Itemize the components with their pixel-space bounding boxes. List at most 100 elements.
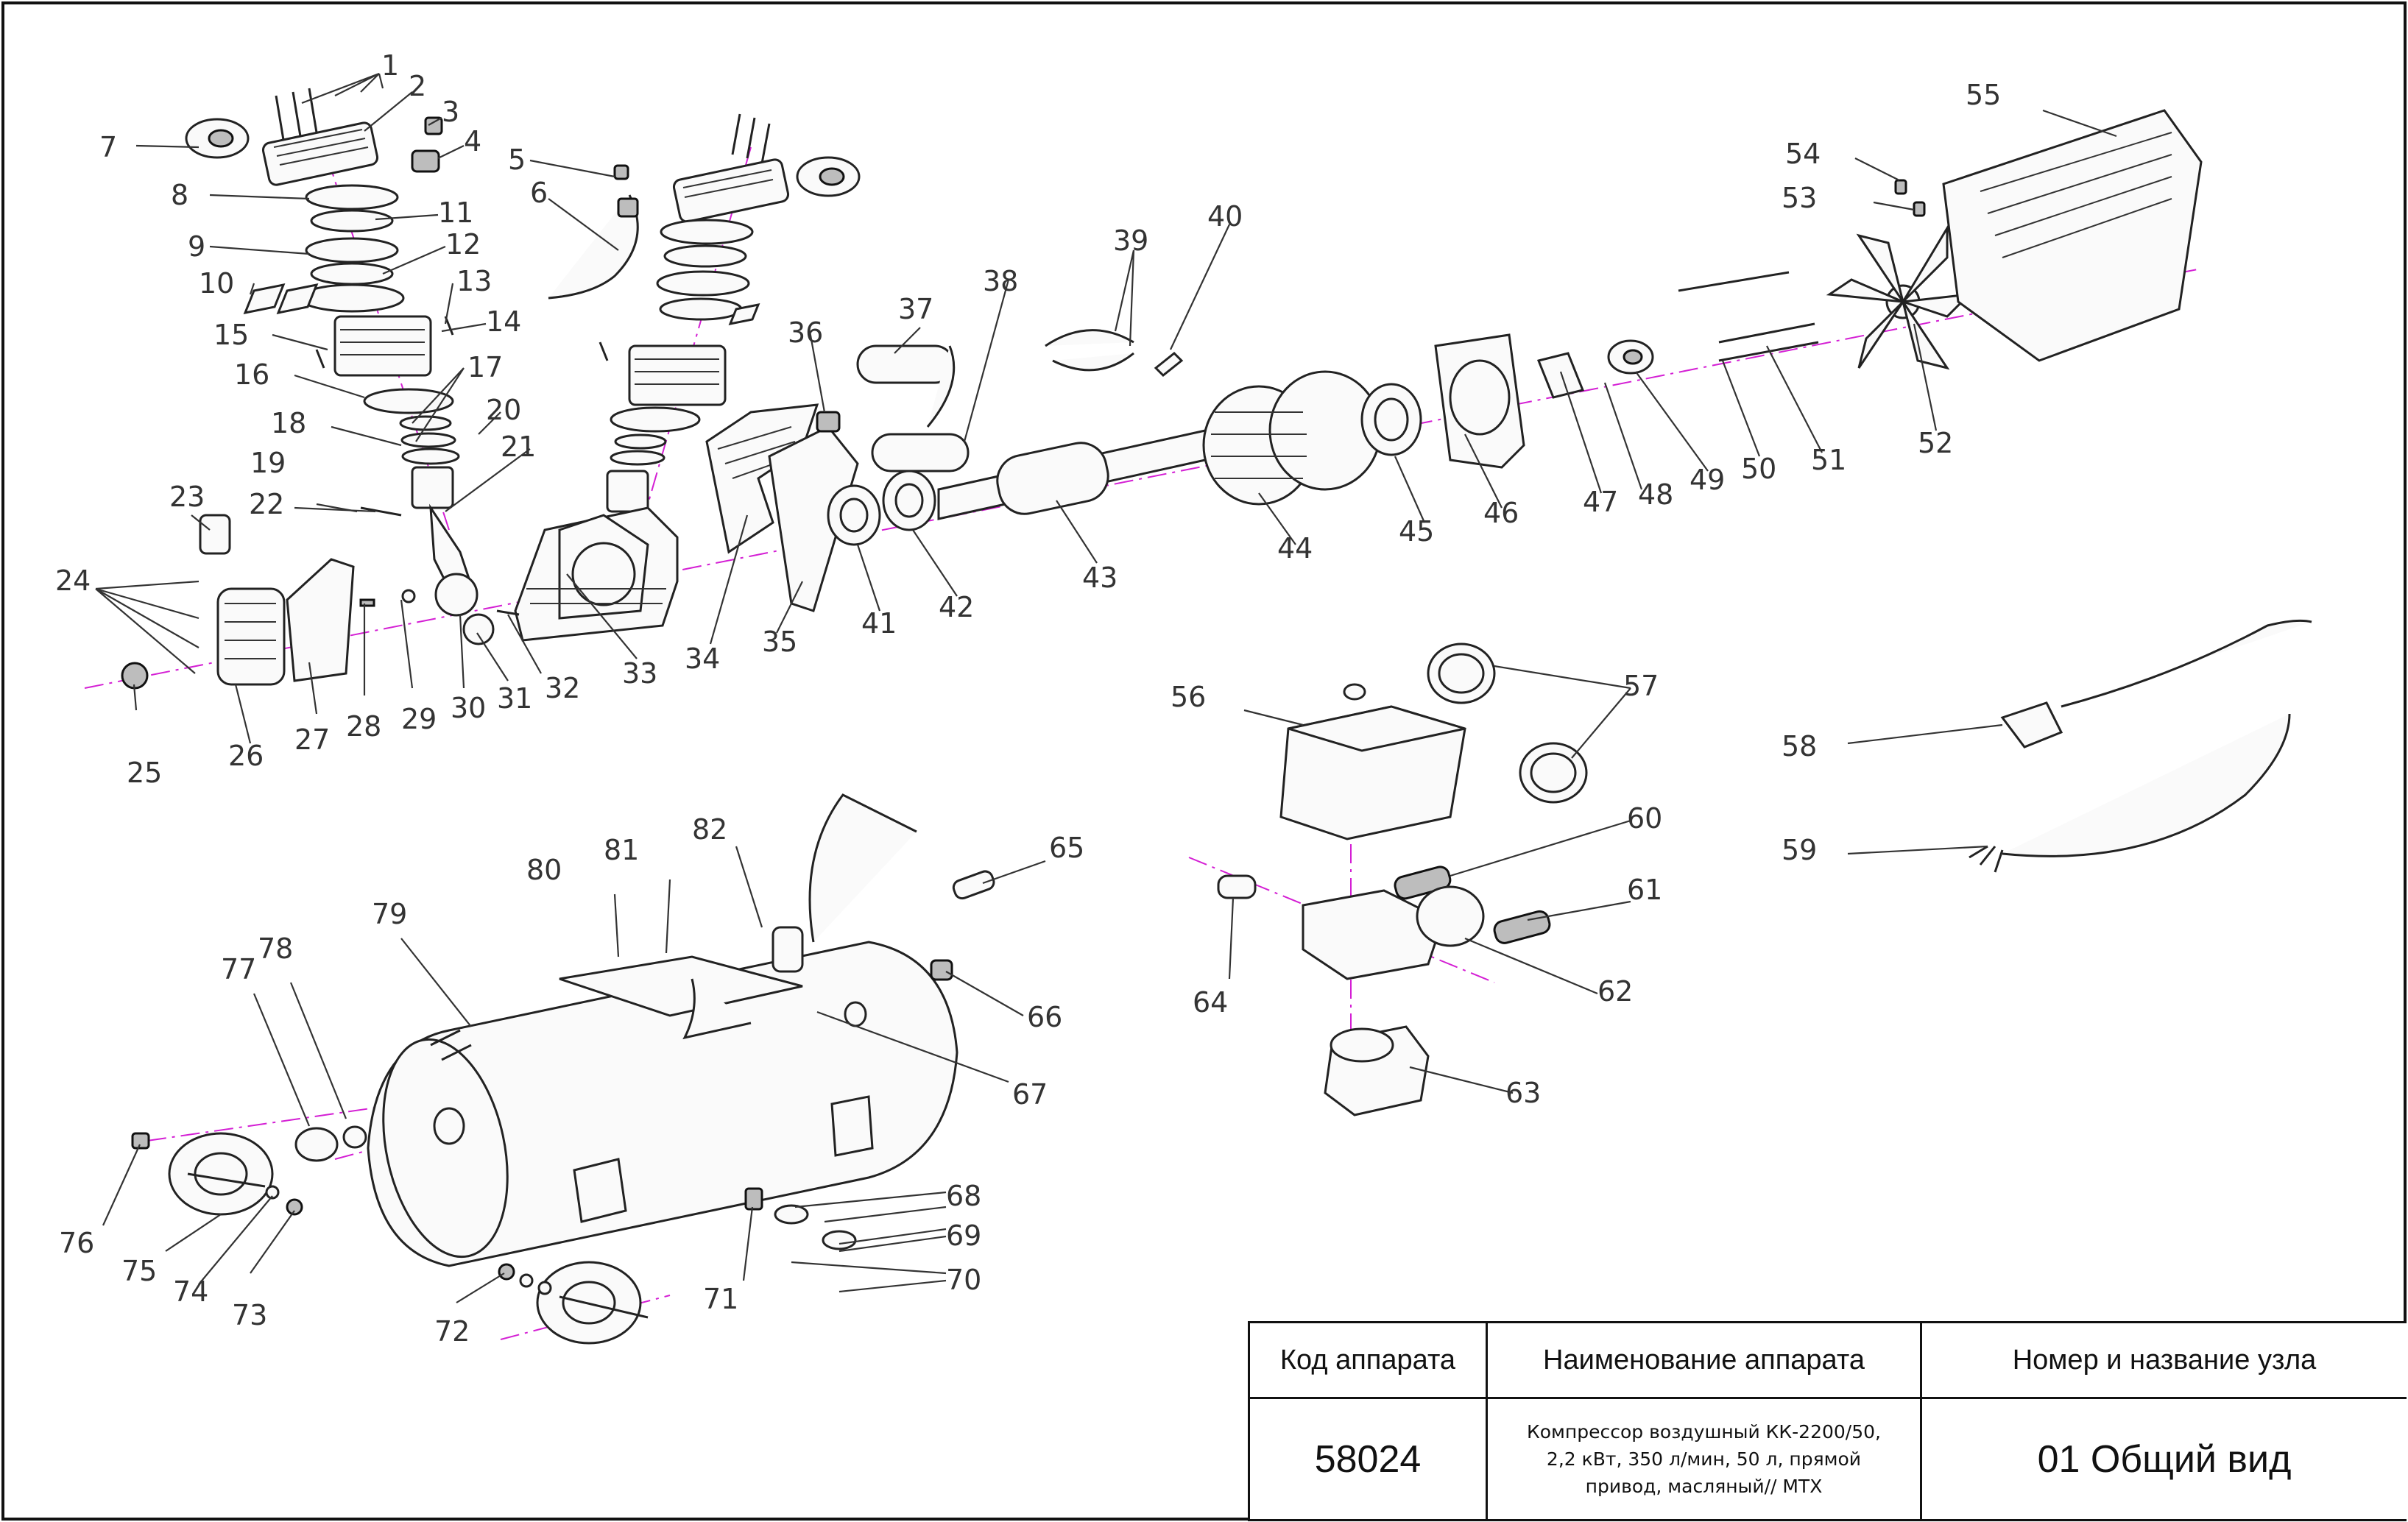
- device-name-line-2: 2,2 кВт, 350 л/мин, 50 л, прямой: [1546, 1448, 1862, 1470]
- callout-20: 20: [486, 394, 521, 426]
- callout-48: 48: [1638, 478, 1673, 511]
- callout-74: 74: [173, 1275, 208, 1308]
- callout-66: 66: [1027, 1001, 1062, 1033]
- callout-61: 61: [1627, 874, 1662, 906]
- callout-38: 38: [983, 265, 1018, 297]
- callout-46: 46: [1483, 497, 1519, 529]
- callout-57: 57: [1623, 670, 1659, 702]
- callout-11: 11: [438, 197, 473, 229]
- callout-27: 27: [294, 723, 330, 756]
- callout-65: 65: [1049, 832, 1084, 864]
- callout-31: 31: [497, 682, 532, 715]
- callout-49: 49: [1690, 464, 1725, 496]
- callout-53: 53: [1782, 182, 1817, 214]
- callout-16: 16: [234, 358, 269, 391]
- callout-37: 37: [898, 293, 933, 325]
- belt-guard-parts: [705, 403, 859, 612]
- callout-28: 28: [346, 710, 381, 743]
- callout-71: 71: [703, 1283, 738, 1315]
- wiring: [1045, 329, 1184, 378]
- callout-59: 59: [1782, 834, 1817, 866]
- callout-54: 54: [1785, 138, 1821, 170]
- callout-29: 29: [401, 703, 437, 735]
- callout-41: 41: [861, 607, 897, 640]
- callout-19: 19: [250, 447, 286, 479]
- callout-4: 4: [464, 125, 481, 157]
- motor-end-and-fan: [1434, 109, 2203, 469]
- callout-7: 7: [99, 131, 117, 163]
- callout-2: 2: [409, 70, 426, 102]
- device-code: 58024: [1250, 1399, 1488, 1521]
- name-header: Наименование аппарата: [1488, 1323, 1922, 1399]
- head-assembly-left: [185, 88, 479, 617]
- callout-73: 73: [232, 1299, 267, 1331]
- callout-35: 35: [762, 626, 797, 658]
- callout-64: 64: [1193, 986, 1228, 1019]
- callout-14: 14: [486, 305, 521, 338]
- callout-12: 12: [445, 228, 481, 261]
- callout-39: 39: [1113, 224, 1148, 257]
- power-cords: [1969, 619, 2312, 873]
- capacitors: [856, 344, 970, 472]
- callout-45: 45: [1399, 515, 1434, 548]
- callout-9: 9: [188, 230, 205, 263]
- callout-40: 40: [1207, 200, 1243, 233]
- callout-80: 80: [526, 854, 562, 886]
- callout-77: 77: [221, 953, 256, 985]
- callout-68: 68: [946, 1180, 981, 1212]
- cooling-fan: [1826, 224, 1973, 370]
- callout-21: 21: [501, 431, 536, 463]
- node-title: 01 Общий вид: [1922, 1399, 2407, 1521]
- callout-60: 60: [1627, 802, 1662, 835]
- callout-25: 25: [127, 757, 162, 789]
- callout-layer: 1 2 3 4 5 6 7 8 9 10 11 12 13 14 15 16 1…: [55, 49, 2117, 1348]
- device-name-line-3: привод, масляный// MTX: [1585, 1476, 1823, 1497]
- callout-63: 63: [1505, 1077, 1541, 1109]
- motor: [827, 370, 1422, 546]
- callout-62: 62: [1597, 975, 1633, 1008]
- device-name-line-1: Компрессор воздушный КК-2200/50,: [1527, 1421, 1881, 1443]
- callout-69: 69: [946, 1220, 981, 1252]
- callout-36: 36: [788, 316, 823, 349]
- node-header: Номер и название узла: [1922, 1323, 2407, 1399]
- callout-1: 1: [381, 49, 399, 82]
- callout-75: 75: [121, 1255, 157, 1287]
- tank-assembly: [367, 793, 995, 1267]
- callout-18: 18: [271, 407, 306, 439]
- callout-13: 13: [456, 265, 492, 297]
- callout-6: 6: [530, 177, 548, 209]
- callout-10: 10: [199, 267, 234, 300]
- callout-52: 52: [1918, 427, 1953, 459]
- callout-82: 82: [692, 813, 727, 846]
- callout-34: 34: [685, 643, 720, 675]
- callout-33: 33: [622, 657, 657, 690]
- callout-79: 79: [372, 898, 407, 930]
- callout-30: 30: [451, 692, 486, 724]
- head-assembly-right: [599, 113, 861, 513]
- crankcase: [496, 506, 679, 642]
- callout-3: 3: [442, 96, 459, 128]
- callout-55: 55: [1966, 79, 2001, 111]
- callout-32: 32: [545, 672, 580, 704]
- callout-78: 78: [258, 932, 293, 965]
- discharge-tube: [548, 164, 639, 300]
- callout-43: 43: [1082, 562, 1118, 594]
- callout-8: 8: [171, 179, 188, 211]
- callout-24: 24: [55, 564, 91, 597]
- code-header: Код аппарата: [1250, 1323, 1488, 1399]
- callout-58: 58: [1782, 730, 1817, 762]
- callout-47: 47: [1583, 486, 1618, 518]
- callout-5: 5: [508, 144, 526, 176]
- callout-42: 42: [939, 591, 974, 623]
- callout-81: 81: [604, 834, 639, 866]
- callout-15: 15: [213, 319, 249, 351]
- callout-70: 70: [946, 1264, 981, 1296]
- callout-23: 23: [169, 481, 205, 513]
- callout-67: 67: [1012, 1078, 1048, 1111]
- callout-17: 17: [467, 351, 503, 383]
- callout-51: 51: [1811, 444, 1846, 476]
- callout-44: 44: [1277, 532, 1313, 564]
- crankcase-cover-group: [121, 514, 495, 690]
